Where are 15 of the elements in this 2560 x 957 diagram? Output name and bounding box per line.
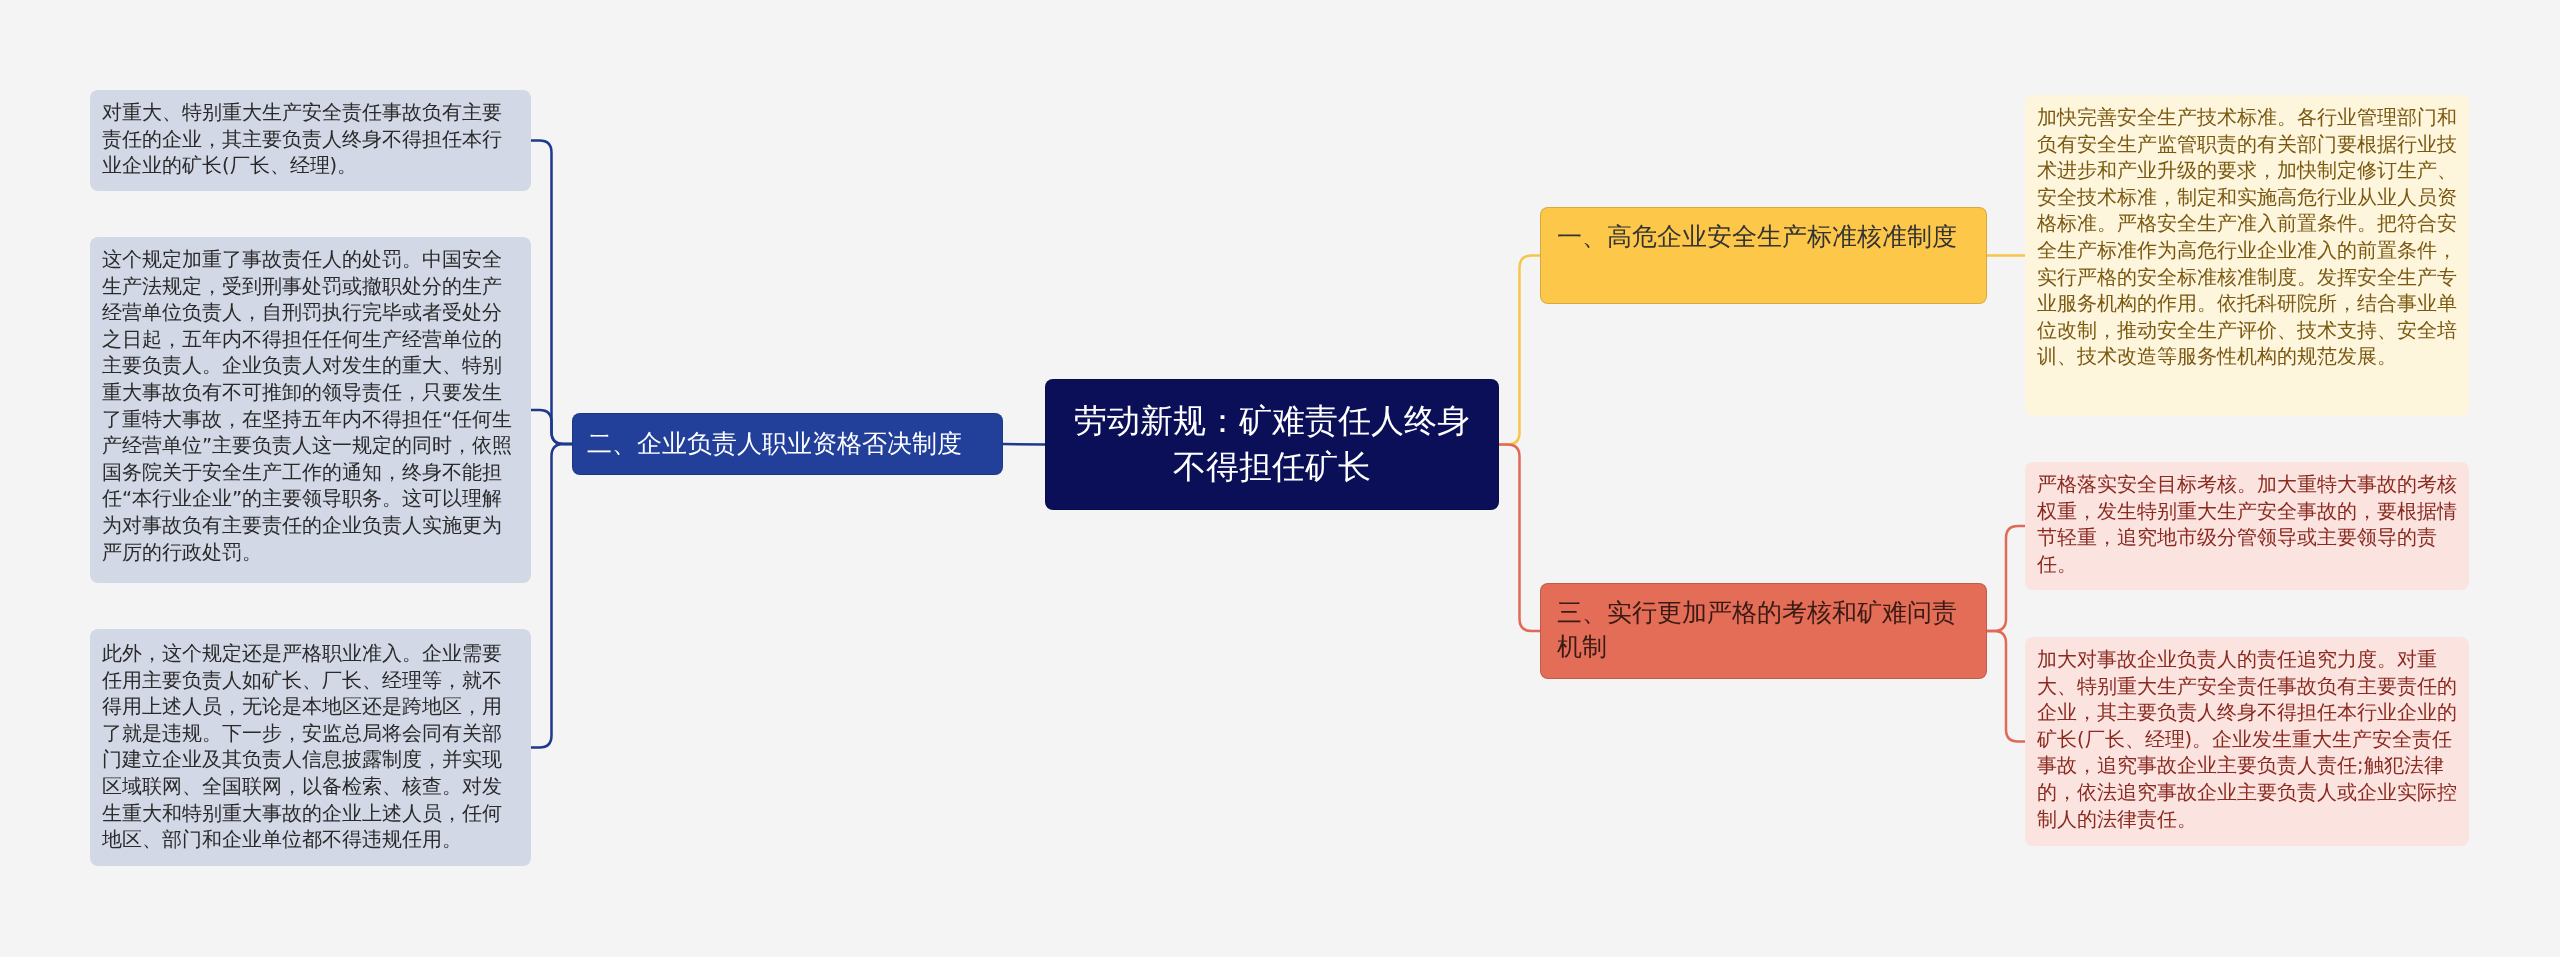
connector-line <box>1987 629 2025 743</box>
central-topic-box: 劳动新规：矿难责任人终身不得担任矿长 <box>1045 379 1499 510</box>
connector-line <box>1003 442 1045 446</box>
branch-box: 三、实行更加严格的考核和矿难问责机制 <box>1540 583 1987 679</box>
note-box: 此外，这个规定还是严格职业准入。企业需要任用主要负责人如矿长、厂长、经理等，就不得用上述人员，无论是本地区还是跨地区，用了就是违规。下一步，安监总局将会同有关部门建立企业及其负责人信息披露制度，并实现区域联网、全国联网，以备检索、核查。对发生重大和特别重大事故的企业上述人员，任何地区、部门和企业单位都不得违规任用。 <box>90 629 531 866</box>
connector-line <box>1987 254 2025 257</box>
branch-box: 二、企业负责人职业资格否决制度 <box>572 413 1003 475</box>
note-box: 对重大、特别重大生产安全责任事故负有主要责任的企业，其主要负责人终身不得担任本行业企业的矿长(厂长、经理)。 <box>90 90 531 191</box>
connector-line <box>531 442 572 749</box>
note-box: 加快完善安全生产技术标准。各行业管理部门和负有安全生产监管职责的有关部门要根据行业技术进步和产业升级的要求，加快制定修订生产、安全技术标准，制定和实施高危行业从业人员资格标准。严格安全生产准入前置条件。把符合安全生产标准作为高危行业企业准入的前置条件，实行严格的安全标准核准制度。发挥安全生产专业服务机构的作用。依托科研院所，结合事业单位改制，推动安全生产评价、技术支持、安全培训、技术改造等服务性机构的规范发展。 <box>2025 95 2469 416</box>
note-box: 严格落实安全目标考核。加大重特大事故的考核权重，发生特别重大生产安全事故的，要根据情节轻重，追究地市级分管领导或主要领导的责任。 <box>2025 462 2469 590</box>
note-box: 加大对事故企业负责人的责任追究力度。对重大、特别重大生产安全责任事故负有主要责任的企业，其主要负责人终身不得担任本行业企业的矿长(厂长、经理)。企业发生重大生产安全责任事故，追究事故企业主要负责人责任;触犯法律的，依法追究事故企业主要负责人或企业实际控制人的法律责任。 <box>2025 637 2469 846</box>
branch-box: 一、高危企业安全生产标准核准制度 <box>1540 207 1987 304</box>
note-box: 这个规定加重了事故责任人的处罚。中国安全生产法规定，受到刑事处罚或撤职处分的生产经营单位负责人，自刑罚执行完毕或者受处分之日起，五年内不得担任任何生产经营单位的主要负责人。企业负责人对发生的重大、特别重大事故负有不可推卸的领导责任，只要发生了重特大事故，在坚持五年内不得担任“任何生产经营单位”主要负责人这一规定的同时，依照国务院关于安全生产工作的通知，终身不能担任“本行业企业”的主要领导职务。这可以理解为对事故负有主要责任的企业负责人实施更为严厉的行政处罚。 <box>90 237 531 583</box>
connector-line <box>1499 443 1540 633</box>
